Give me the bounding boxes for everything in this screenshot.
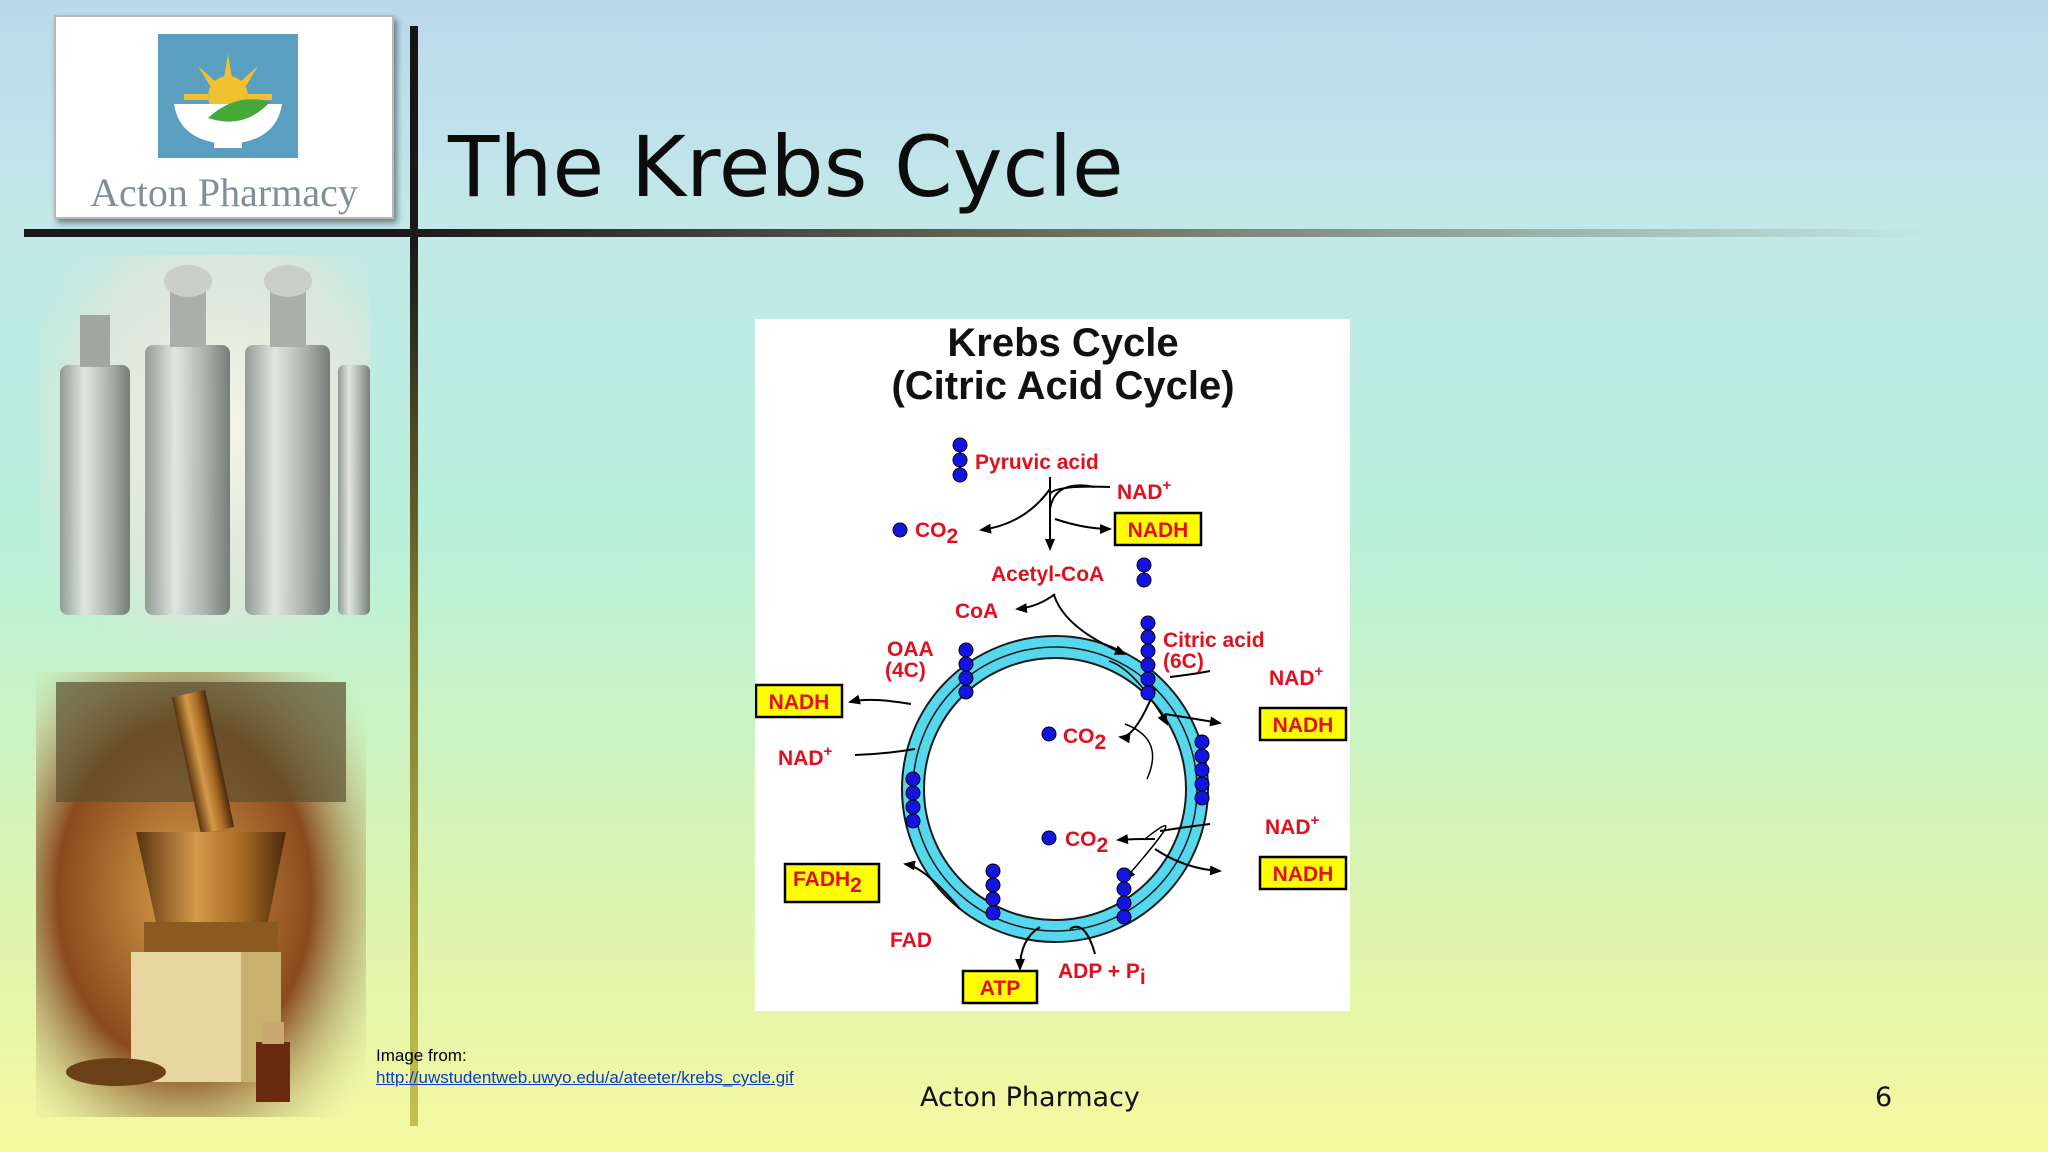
pyruvic-acid-label: Pyruvic acid bbox=[975, 451, 1099, 474]
diagram-title-line1: Krebs Cycle bbox=[947, 321, 1178, 365]
atp-box bbox=[961, 969, 1039, 1005]
coa-label: CoA bbox=[955, 600, 998, 623]
co2-top-label: CO bbox=[915, 519, 947, 542]
nadh-right1-label: NADH bbox=[1273, 714, 1334, 737]
adp-pi-label: ADP + P bbox=[1058, 960, 1140, 983]
slide-title: The Krebs Cycle bbox=[448, 118, 1124, 216]
co2-mid2-sub: 2 bbox=[1097, 834, 1109, 857]
svg-text:ADP + Pi: ADP + Pi bbox=[1058, 960, 1146, 989]
nadh-right1-box bbox=[1258, 706, 1348, 742]
svg-text:NAD+: NAD+ bbox=[1269, 663, 1324, 690]
image-source-caption: Image from: http://uwstudentweb.uwyo.edu… bbox=[376, 1046, 794, 1088]
vertical-divider bbox=[410, 26, 418, 1126]
nad-top-label: NAD bbox=[1117, 481, 1163, 504]
nadh-top-label: NADH bbox=[1128, 519, 1189, 542]
oaa-4c-label: (4C) bbox=[885, 659, 926, 682]
svg-text:CO2: CO2 bbox=[1065, 828, 1108, 857]
footer-text: Acton Pharmacy bbox=[920, 1082, 1140, 1113]
diagram-title-line2: (Citric Acid Cycle) bbox=[891, 364, 1234, 408]
svg-text:NAD+: NAD+ bbox=[1117, 477, 1172, 504]
nadh-left-box bbox=[755, 683, 844, 719]
horizontal-divider bbox=[24, 229, 1924, 237]
mortar-leaf-logo-icon bbox=[158, 34, 298, 158]
nadh-left-label: NADH bbox=[769, 691, 830, 714]
nad-right1-plus: + bbox=[1315, 663, 1324, 680]
fadh2-label: FADH bbox=[793, 868, 850, 891]
caption-prefix: Image from: bbox=[376, 1046, 467, 1065]
adp-pi-sub: i bbox=[1140, 966, 1146, 989]
co2-mid2-label: CO bbox=[1065, 828, 1097, 851]
svg-text:CO2: CO2 bbox=[1063, 725, 1106, 754]
fadh2-box bbox=[783, 862, 881, 904]
glass-bottles-photo bbox=[40, 255, 370, 640]
nadh-top-box bbox=[1113, 511, 1203, 547]
svg-text:FADH2: FADH2 bbox=[793, 868, 862, 897]
nad-right2-plus: + bbox=[1311, 812, 1320, 829]
co2-top-sub: 2 bbox=[947, 525, 959, 548]
oaa-label: OAA bbox=[887, 638, 934, 661]
nad-left-plus: + bbox=[824, 743, 833, 760]
nad-right1-label: NAD bbox=[1269, 667, 1315, 690]
svg-text:NAD+: NAD+ bbox=[778, 743, 833, 770]
svg-text:NAD+: NAD+ bbox=[1265, 812, 1320, 839]
fadh2-sub: 2 bbox=[850, 874, 862, 897]
mortar-and-pestle-photo bbox=[36, 672, 366, 1117]
atp-label: ATP bbox=[980, 977, 1020, 1000]
citric-6c-label: (6C) bbox=[1163, 650, 1204, 673]
nad-top-plus: + bbox=[1163, 477, 1172, 494]
fad-label: FAD bbox=[890, 929, 932, 952]
logo: Acton Pharmacy bbox=[54, 15, 394, 219]
krebs-cycle-drawing: Krebs Cycle (Citric Acid Cycle) bbox=[755, 321, 1348, 1005]
co2-mid1-label: CO bbox=[1063, 725, 1095, 748]
image-source-link[interactable]: http://uwstudentweb.uwyo.edu/a/ateeter/k… bbox=[376, 1068, 794, 1087]
krebs-cycle-diagram: Krebs Cycle (Citric Acid Cycle) bbox=[755, 319, 1350, 1011]
nadh-right2-label: NADH bbox=[1273, 863, 1334, 886]
acetyl-coa-label: Acetyl-CoA bbox=[991, 563, 1104, 586]
logo-text: Acton Pharmacy bbox=[90, 170, 358, 215]
nadh-right2-box bbox=[1258, 855, 1348, 891]
page-number: 6 bbox=[1875, 1082, 1893, 1113]
nad-right2-label: NAD bbox=[1265, 816, 1311, 839]
co2-mid1-sub: 2 bbox=[1095, 731, 1107, 754]
nad-left-label: NAD bbox=[778, 747, 824, 770]
svg-text:CO2: CO2 bbox=[915, 519, 958, 548]
citric-acid-label: Citric acid bbox=[1163, 629, 1265, 652]
